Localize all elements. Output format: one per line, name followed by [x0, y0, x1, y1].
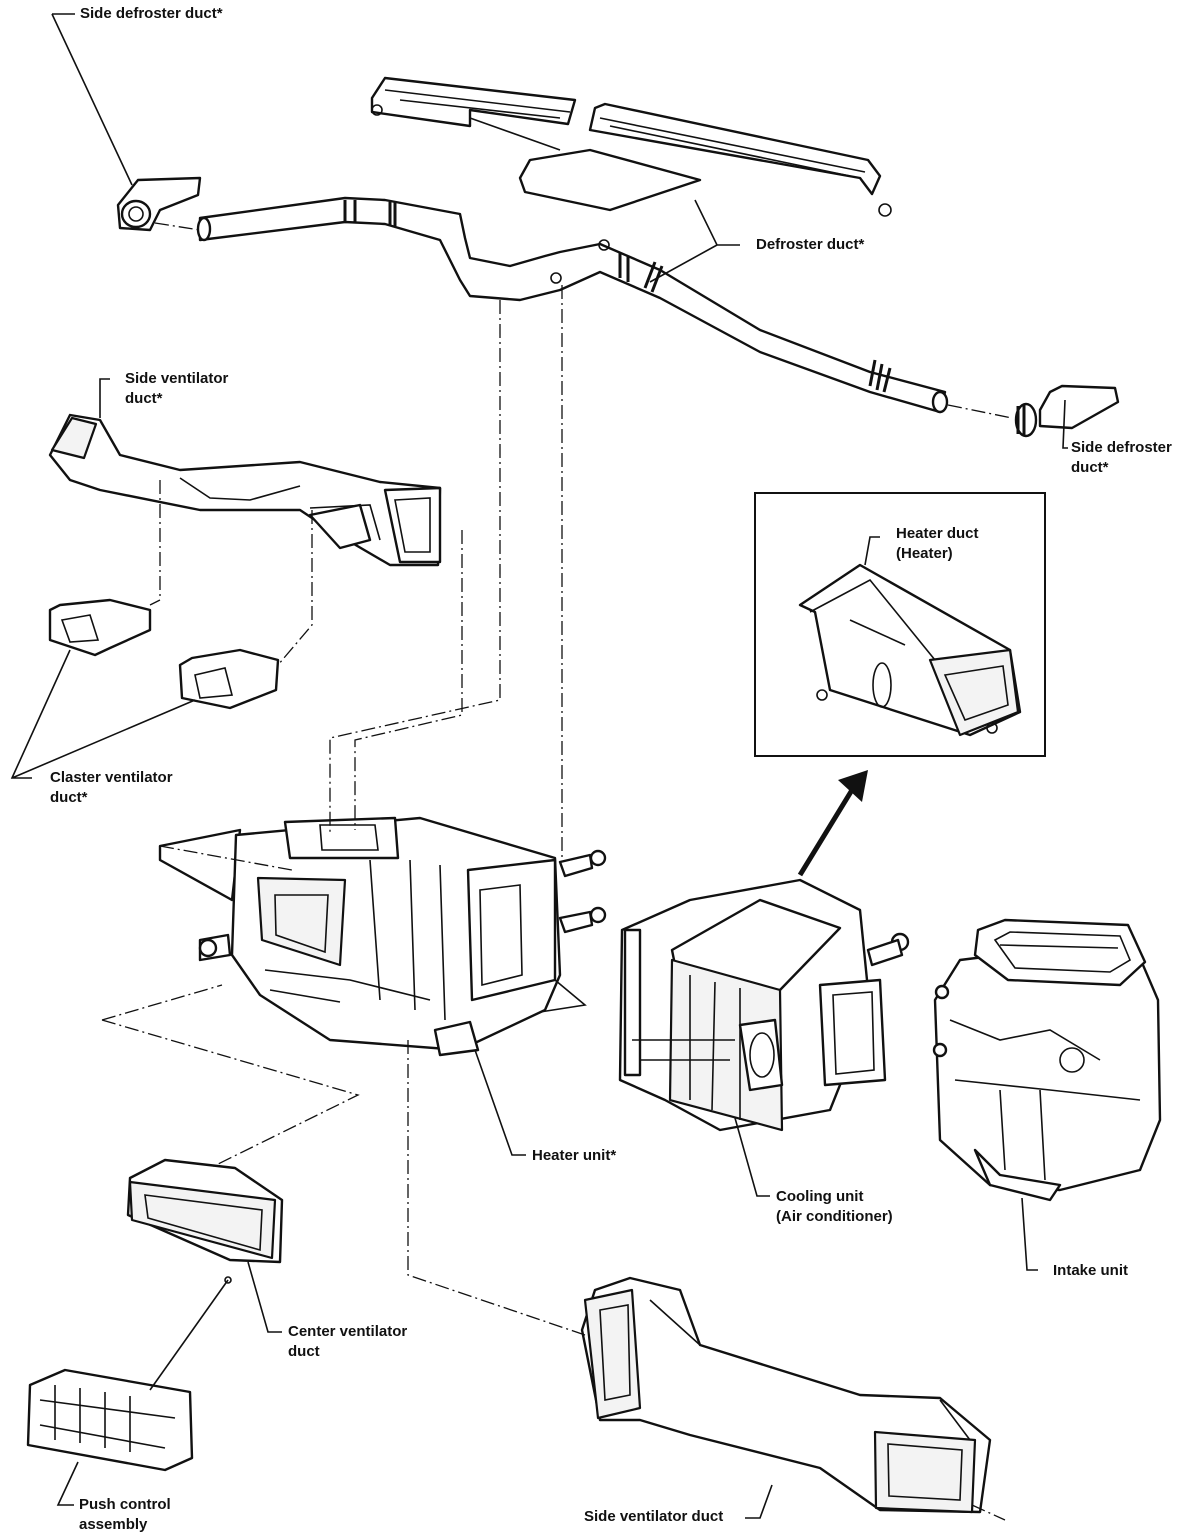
side-ventilator-duct-lower: [580, 1276, 992, 1514]
leader-lines: [10, 13, 1068, 1519]
label-cooling-unit: Cooling unit (Air conditioner): [776, 1187, 893, 1227]
heater-duct-inset: [754, 492, 1046, 757]
label-line: duct*: [1071, 459, 1109, 476]
label-text: Defroster duct*: [756, 236, 865, 253]
label-push-control-assembly: Push control assembly: [79, 1495, 171, 1535]
label-line: Center ventilator: [288, 1323, 408, 1340]
push-control-assembly: [26, 1276, 232, 1472]
label-line: duct: [288, 1343, 320, 1360]
center-ventilator-duct: [126, 1158, 284, 1264]
inset-pointer-arrow: [797, 770, 868, 877]
label-line: Heater duct: [896, 525, 979, 542]
heater-unit: [158, 816, 607, 1057]
side-ventilator-duct-upper: [48, 413, 442, 567]
cooling-unit: [618, 878, 910, 1132]
intake-unit: [932, 918, 1162, 1202]
label-cluster-ventilator-duct: Claster ventilator duct*: [50, 768, 173, 808]
label-line: (Heater): [896, 545, 953, 562]
label-heater-duct: Heater duct (Heater): [896, 524, 979, 564]
label-line: duct*: [50, 789, 88, 806]
label-line: assembly: [79, 1516, 148, 1533]
label-line: (Air conditioner): [776, 1208, 893, 1225]
alignment-lines: [101, 222, 1013, 1521]
label-line: Side ventilator: [125, 370, 229, 387]
label-heater-unit: Heater unit*: [532, 1146, 616, 1166]
label-text: Side defroster duct*: [80, 5, 223, 22]
label-line: Cooling unit: [776, 1188, 864, 1205]
label-side-defroster-duct-left: Side defroster duct*: [80, 4, 223, 24]
label-defroster-duct: Defroster duct*: [756, 235, 864, 255]
label-line: duct*: [125, 390, 163, 407]
label-line: Claster ventilator: [50, 769, 173, 786]
label-center-ventilator-duct: Center ventilator duct: [288, 1322, 407, 1362]
label-line: Side defroster: [1071, 439, 1172, 456]
cluster-ventilator-duct-b: [178, 648, 280, 710]
label-line: Push control: [79, 1496, 171, 1513]
label-side-defroster-duct-right: Side defroster duct*: [1071, 438, 1172, 478]
side-defroster-duct-right: [1014, 384, 1120, 438]
defroster-duct: [196, 76, 949, 414]
label-text: Heater unit*: [532, 1147, 617, 1164]
label-intake-unit: Intake unit: [1053, 1261, 1128, 1281]
label-side-ventilator-duct-lower: Side ventilator duct: [584, 1507, 723, 1527]
cluster-ventilator-duct-a: [48, 598, 152, 657]
label-side-ventilator-duct-upper: Side ventilator duct*: [125, 369, 228, 409]
label-text: Intake unit: [1053, 1262, 1129, 1279]
side-defroster-duct-left: [116, 176, 202, 232]
label-text: Side ventilator duct: [584, 1508, 724, 1525]
